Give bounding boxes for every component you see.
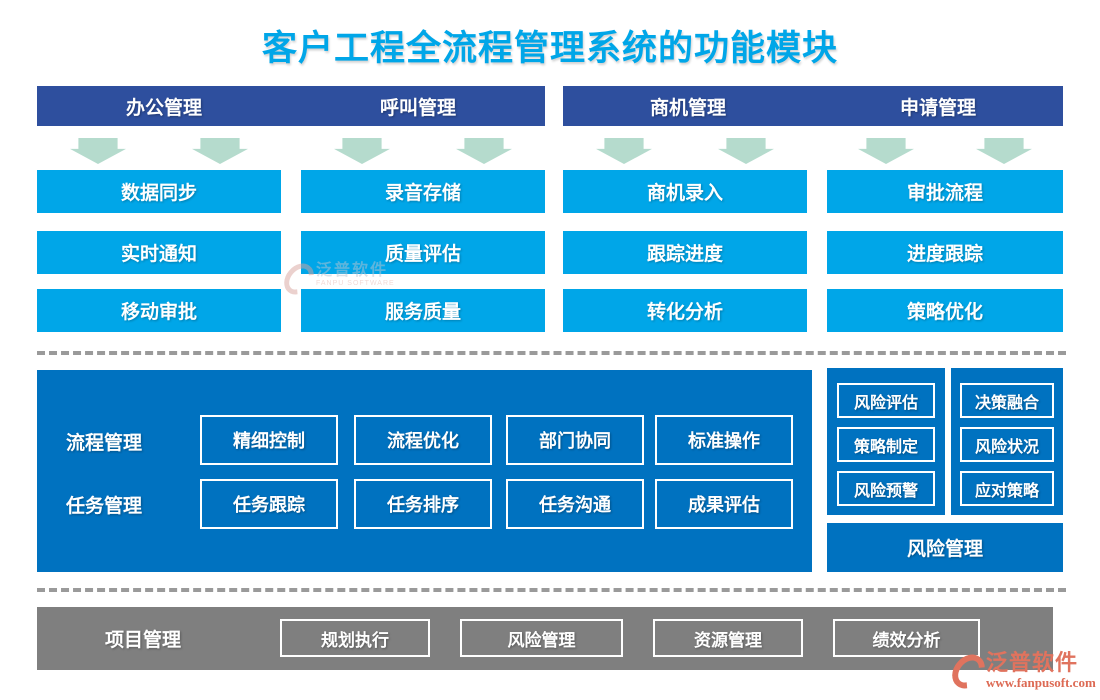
item-risk-status: 风险状况	[960, 427, 1054, 462]
down-arrow-icon	[858, 138, 914, 164]
item-response-strategy: 应对策略	[960, 471, 1054, 506]
module-progress-tracking: 进度跟踪	[827, 231, 1063, 274]
watermark-brand: 泛普软件	[316, 262, 389, 279]
down-arrow-icon	[334, 138, 390, 164]
header-bar-office-call: 办公管理 呼叫管理	[37, 86, 545, 126]
header-office-management: 办公管理	[125, 97, 202, 119]
module-data-sync: 数据同步	[37, 170, 281, 213]
fanpu-website-text: www.fanpusoft.com	[986, 675, 1096, 690]
module-conversion-analysis: 转化分析	[563, 289, 807, 332]
watermark-brand-en: FANPU SOFTWARE	[316, 280, 395, 287]
fanpu-brand-text: 泛普软件	[986, 650, 1079, 675]
down-arrow-icon	[976, 138, 1032, 164]
item-performance-analysis: 绩效分析	[833, 619, 980, 657]
down-arrow-icon	[456, 138, 512, 164]
module-recording-storage: 录音存储	[301, 170, 545, 213]
item-process-optimize: 流程优化	[354, 415, 492, 465]
dashed-divider	[37, 588, 1066, 592]
item-risk-management: 风险管理	[460, 619, 623, 657]
header-request-management: 申请管理	[899, 97, 976, 119]
item-task-tracking: 任务跟踪	[200, 479, 338, 529]
down-arrow-icon	[718, 138, 774, 164]
label-project-management: 项目管理	[105, 629, 182, 651]
item-task-comms: 任务沟通	[506, 479, 644, 529]
risk-panel-left	[827, 368, 945, 515]
item-risk-assessment: 风险评估	[837, 383, 935, 418]
item-strategy-making: 策略制定	[837, 427, 935, 462]
down-arrow-icon	[596, 138, 652, 164]
item-risk-warning: 风险预警	[837, 471, 935, 506]
item-task-sorting: 任务排序	[354, 479, 492, 529]
module-strategy-optimization: 策略优化	[827, 289, 1063, 332]
watermark-logo-icon	[278, 257, 320, 301]
page-title: 客户工程全流程管理系统的功能模块	[261, 29, 838, 68]
module-quality-evaluation: 质量评估	[301, 231, 545, 274]
item-result-eval: 成果评估	[655, 479, 793, 529]
module-service-quality: 服务质量	[301, 289, 545, 332]
header-bar-opportunity-request: 商机管理 申请管理	[563, 86, 1063, 126]
header-opportunity-management: 商机管理	[649, 97, 726, 119]
label-process-management: 流程管理	[66, 432, 143, 454]
item-standard-ops: 标准操作	[655, 415, 793, 465]
header-call-management: 呼叫管理	[379, 97, 456, 119]
center-watermark: 泛普软件 FANPU SOFTWARE	[278, 257, 395, 301]
module-realtime-notify: 实时通知	[37, 231, 281, 274]
fanpu-logo: 泛普软件 www.fanpusoft.com	[945, 648, 1096, 695]
module-approval-flow: 审批流程	[827, 170, 1063, 213]
down-arrow-icon	[192, 138, 248, 164]
project-panel	[37, 607, 1053, 670]
down-arrow-icon	[70, 138, 126, 164]
dashed-divider	[37, 351, 1066, 355]
item-resource-management: 资源管理	[653, 619, 803, 657]
item-fine-control: 精细控制	[200, 415, 338, 465]
module-mobile-approval: 移动审批	[37, 289, 281, 332]
module-track-progress: 跟踪进度	[563, 231, 807, 274]
item-plan-execution: 规划执行	[280, 619, 430, 657]
module-opportunity-entry: 商机录入	[563, 170, 807, 213]
item-decision-fusion: 决策融合	[960, 383, 1054, 418]
label-task-management: 任务管理	[66, 495, 143, 517]
risk-panel-right	[951, 368, 1063, 515]
process-task-panel	[37, 370, 812, 572]
item-dept-collab: 部门协同	[506, 415, 644, 465]
label-risk-management: 风险管理	[827, 523, 1063, 572]
